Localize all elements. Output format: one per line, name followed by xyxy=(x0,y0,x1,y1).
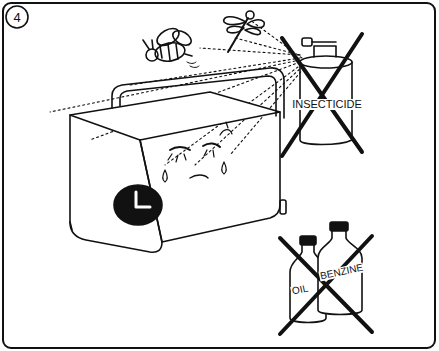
can-label: INSECTICIDE xyxy=(291,99,363,110)
callout-number: 4 xyxy=(12,11,21,24)
